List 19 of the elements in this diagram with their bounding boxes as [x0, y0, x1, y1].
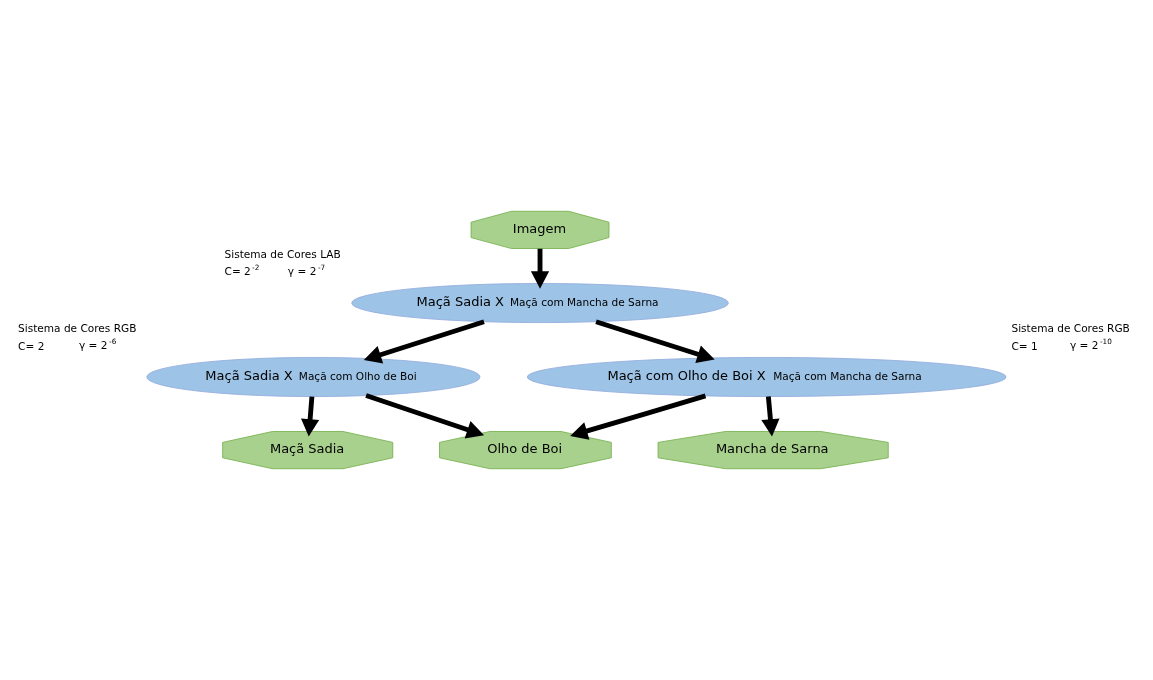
arrow — [363, 319, 485, 364]
arrow — [530, 248, 550, 289]
node-label: C= 2 — [18, 339, 45, 352]
node-label: γ = 2$^{-6}$ — [79, 337, 117, 351]
arrow — [570, 393, 707, 440]
arrow — [761, 396, 780, 437]
arrow — [365, 393, 485, 439]
node-label: Sistema de Cores RGB — [18, 321, 137, 334]
node-ellipse: Maçã Sadia X Maçã com Mancha de Sarna — [351, 283, 729, 323]
node-label: γ = 2$^{-10}$ — [1069, 337, 1112, 351]
node-label: Sistema de Cores LAB — [224, 247, 341, 260]
arrow — [301, 396, 320, 437]
node-label: Sistema de Cores RGB — [1011, 321, 1130, 334]
node-ellipse: Maçã Sadia X Maçã com Olho de Boi — [146, 357, 481, 397]
node-ellipse: Maçã com Olho de Boi X Maçã com Mancha de Sarna — [526, 357, 1007, 397]
node-label: C= 2$^{-2}$ — [224, 263, 260, 277]
node-label: γ = 2$^{-7}$ — [287, 263, 326, 277]
node-label: C= 1 — [1011, 339, 1038, 352]
arrow — [595, 319, 715, 363]
